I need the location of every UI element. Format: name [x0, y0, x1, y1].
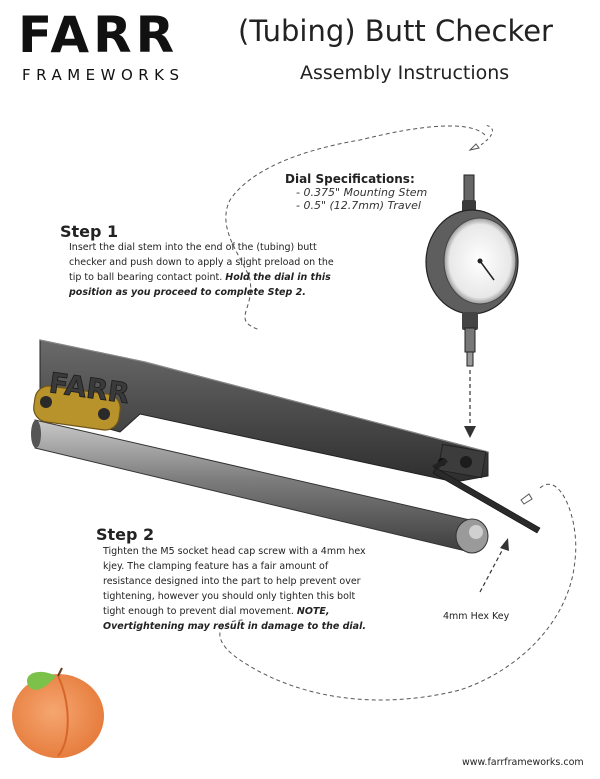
- step1-text: Insert the dial stem into the end of the…: [69, 240, 339, 300]
- step2-note: NOTE, Overtightening may result in damag…: [103, 606, 366, 632]
- step1-heading: Step 1: [60, 222, 119, 241]
- hex-key: [432, 458, 541, 534]
- butt-checker-tube: [31, 419, 489, 554]
- frame-engraving: FARR: [47, 366, 132, 410]
- dial-specs-title: Dial Specifications:: [285, 172, 415, 186]
- dashed-path-step1: [225, 125, 486, 331]
- dashed-path-step2: [219, 483, 577, 701]
- step2-text: Tighten the M5 socket head cap screw wit…: [103, 544, 368, 634]
- logo-subtitle: FRAMEWORKS: [22, 66, 185, 84]
- step2-body: Tighten the M5 socket head cap screw wit…: [103, 546, 366, 617]
- step1-emphasis: Hold the dial in this position as you pr…: [69, 272, 331, 298]
- peach-icon: [12, 667, 104, 758]
- step1-body: Insert the dial stem into the end of the…: [69, 242, 334, 283]
- step2-heading: Step 2: [96, 525, 155, 544]
- dial-spec-travel: - 0.5" (12.7mm) Travel: [296, 199, 421, 212]
- website-link[interactable]: www.farrframeworks.com: [462, 757, 584, 768]
- clamp-plate: [33, 385, 121, 431]
- hex-key-label: 4mm Hex Key: [443, 611, 510, 622]
- dial-spec-stem: - 0.375" Mounting Stem: [296, 186, 428, 199]
- page-title: (Tubing) Butt Checker: [238, 14, 553, 48]
- dial-indicator: [425, 174, 519, 367]
- logo-wordmark: FARR: [18, 6, 179, 64]
- page-subtitle: Assembly Instructions: [300, 62, 510, 84]
